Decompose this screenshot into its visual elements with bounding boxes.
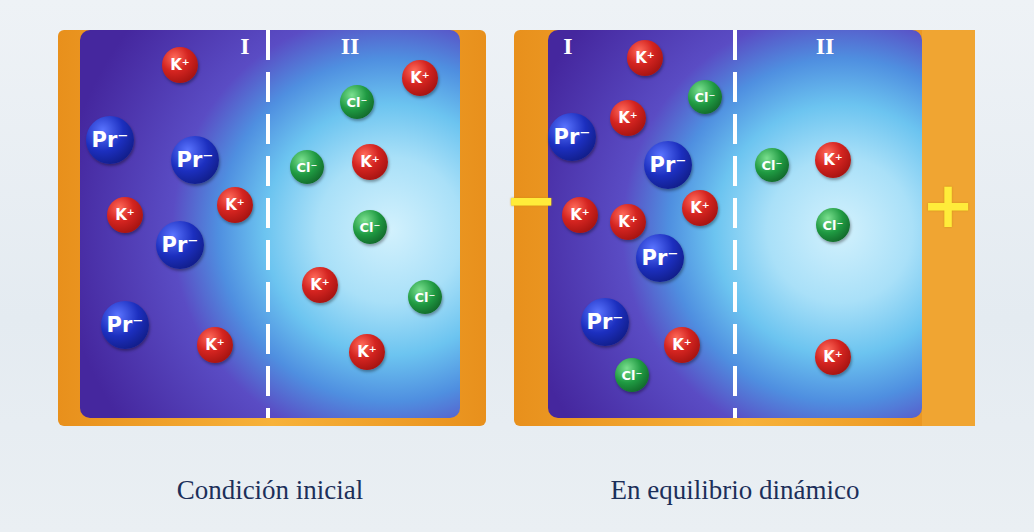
ion: Pr⁻ (101, 301, 149, 349)
compartment: I K⁺ Pr⁻ Pr⁻ K⁺ K⁺ Pr⁻ Pr⁻ K⁺ (82, 28, 268, 420)
compartment: II Cl⁻ K⁺ Cl⁻ K⁺ (736, 28, 922, 420)
ion-symbol: Pr⁻ (642, 248, 679, 269)
ion: K⁺ (682, 190, 718, 226)
charge-strip (922, 30, 975, 426)
ion: K⁺ (627, 40, 663, 76)
ion: Pr⁻ (581, 298, 629, 346)
ion: K⁺ (610, 100, 646, 136)
ion: Cl⁻ (755, 148, 789, 182)
ion: Pr⁻ (86, 116, 134, 164)
compartment-label: I (563, 34, 572, 58)
ion-symbol: Cl⁻ (622, 369, 643, 382)
compartment-label: I (240, 34, 249, 58)
ion: K⁺ (664, 327, 700, 363)
ion-symbol: K⁺ (310, 278, 330, 293)
ion: Cl⁻ (353, 210, 387, 244)
ion-symbol: K⁺ (357, 345, 377, 360)
solution (548, 30, 922, 418)
ion-symbol: Pr⁻ (92, 130, 129, 151)
ion-symbol: K⁺ (115, 208, 135, 223)
solution (80, 30, 460, 418)
ion: K⁺ (197, 327, 233, 363)
ion-symbol: K⁺ (170, 58, 190, 73)
charge-sign: − (504, 168, 558, 232)
ion: K⁺ (815, 142, 851, 178)
ion-symbol: K⁺ (823, 350, 843, 365)
ion: Pr⁻ (636, 234, 684, 282)
ion: Pr⁻ (171, 136, 219, 184)
container-frame (58, 30, 486, 426)
ion-symbol: Cl⁻ (823, 219, 844, 232)
ion: Cl⁻ (688, 80, 722, 114)
ion: K⁺ (302, 267, 338, 303)
ion: K⁺ (349, 334, 385, 370)
ion: K⁺ (162, 47, 198, 83)
ion: K⁺ (107, 197, 143, 233)
ion-symbol: Pr⁻ (177, 150, 214, 171)
compartment-label: II (816, 34, 835, 58)
ion: Pr⁻ (548, 113, 596, 161)
ion: K⁺ (610, 204, 646, 240)
membrane (733, 30, 737, 418)
ion-symbol: K⁺ (225, 198, 245, 213)
ion: Cl⁻ (408, 280, 442, 314)
ion-symbol: Cl⁻ (360, 221, 381, 234)
ion-symbol: Cl⁻ (415, 291, 436, 304)
ion-symbol: Pr⁻ (162, 235, 199, 256)
membrane (266, 30, 270, 418)
ion-symbol: Pr⁻ (650, 155, 687, 176)
ion: Cl⁻ (615, 358, 649, 392)
ion: K⁺ (217, 187, 253, 223)
panel-caption: En equilibrio dinámico (611, 475, 860, 506)
ion-symbol: K⁺ (635, 51, 655, 66)
ion-symbol: Pr⁻ (587, 312, 624, 333)
ion: Cl⁻ (290, 150, 324, 184)
ion: K⁺ (815, 339, 851, 375)
ion: K⁺ (352, 144, 388, 180)
panel-caption: Condición inicial (177, 475, 364, 506)
ion: Pr⁻ (156, 221, 204, 269)
ion-symbol: K⁺ (410, 71, 430, 86)
charge-sign: + (921, 173, 975, 237)
compartment: II K⁺ Cl⁻ K⁺ Cl⁻ Cl⁻ K⁺ Cl⁻ K⁺ (270, 28, 460, 420)
compartment-label: II (341, 34, 360, 58)
ion-symbol: K⁺ (823, 153, 843, 168)
ion-symbol: Cl⁻ (762, 159, 783, 172)
ion-symbol: Cl⁻ (695, 91, 716, 104)
ion-symbol: K⁺ (672, 338, 692, 353)
ion: K⁺ (562, 197, 598, 233)
ion-symbol: K⁺ (618, 111, 638, 126)
ion-symbol: K⁺ (205, 338, 225, 353)
ion-symbol: Cl⁻ (347, 96, 368, 109)
ion-symbol: Cl⁻ (297, 161, 318, 174)
ion: Cl⁻ (340, 85, 374, 119)
container-frame (514, 30, 975, 426)
ion-symbol: Pr⁻ (107, 315, 144, 336)
ion-symbol: K⁺ (690, 201, 710, 216)
ion-symbol: K⁺ (360, 155, 380, 170)
ion: Pr⁻ (644, 141, 692, 189)
ion-symbol: Pr⁻ (554, 127, 591, 148)
ion: K⁺ (402, 60, 438, 96)
ion-symbol: K⁺ (618, 215, 638, 230)
ion-symbol: K⁺ (570, 208, 590, 223)
compartment: I K⁺ Cl⁻ Pr⁻ K⁺ Pr⁻ K⁺ K⁺ K⁺ Pr⁻ Pr⁻ K⁺ Cl⁻ (548, 28, 734, 420)
ion: Cl⁻ (816, 208, 850, 242)
